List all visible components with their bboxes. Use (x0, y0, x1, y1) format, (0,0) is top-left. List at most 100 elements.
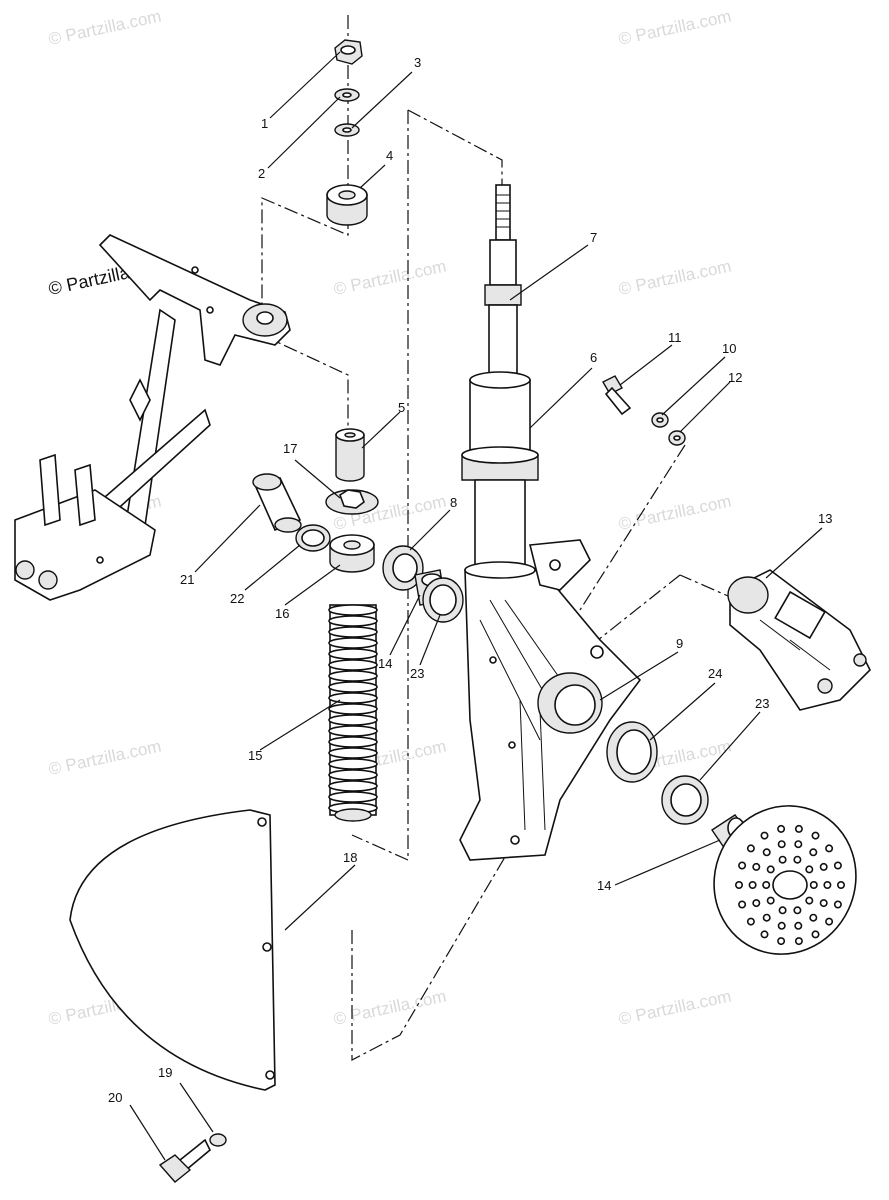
spring-coil (328, 604, 378, 616)
spring-coil (328, 780, 378, 792)
sleeve-part-21 (252, 473, 302, 533)
disc-hole (809, 913, 818, 922)
disc-hole (805, 865, 814, 874)
spring-coil (328, 648, 378, 660)
callout-20: 20 (108, 1090, 122, 1105)
callout-12: 12 (728, 370, 742, 385)
callout-2: 2 (258, 166, 265, 181)
bearing-part-8 (382, 545, 424, 591)
spring-coil (328, 791, 378, 803)
spring-coil (328, 747, 378, 759)
disc-hole (823, 880, 832, 889)
shaft-part-7 (484, 184, 522, 376)
spring-coil (328, 725, 378, 737)
callout-7: 7 (590, 230, 597, 245)
fender-part-18 (69, 809, 276, 1091)
disc-hole (794, 921, 803, 930)
disc-hole (766, 896, 775, 905)
watermark-text: © Partzilla.com (47, 7, 163, 49)
callout-10: 10 (722, 341, 736, 356)
callout-22: 22 (230, 591, 244, 606)
disc-hole (809, 848, 818, 857)
watermark-text: © Partzilla.com (47, 737, 163, 779)
spring-part-15 (328, 604, 378, 822)
disc-hole (760, 930, 769, 939)
spring-coil (328, 692, 378, 704)
disc-hole (825, 844, 834, 853)
callout-6: 6 (590, 350, 597, 365)
watermark-text: © Partzilla.com (617, 257, 733, 299)
disc-hole (738, 861, 747, 870)
disc-hole (805, 896, 814, 905)
disc-hole (809, 880, 818, 889)
bearing-seat-part-9 (537, 672, 603, 734)
spring-coil (328, 659, 378, 671)
watermark-text: © Partzilla.com (617, 987, 733, 1029)
callout-5: 5 (398, 400, 405, 415)
disc-hole (778, 855, 787, 864)
disc-hole (793, 855, 802, 864)
callout-3: 3 (414, 55, 421, 70)
disc-hole (811, 831, 820, 840)
disc-hole (760, 831, 769, 840)
bushing-part-4 (326, 184, 368, 226)
callout-1: 1 (261, 116, 268, 131)
callout-16: 16 (275, 606, 289, 621)
callout-21: 21 (180, 572, 194, 587)
disc-hole (748, 880, 757, 889)
disc-hole (746, 844, 755, 853)
disc-hole (762, 880, 771, 889)
spring-coil (328, 703, 378, 715)
callout-14b: 14 (597, 878, 611, 893)
spring-coil (328, 670, 378, 682)
disc-hole (825, 917, 834, 926)
spring-coil (328, 769, 378, 781)
disc-hole (811, 930, 820, 939)
disc-hole (746, 917, 755, 926)
callout-15: 15 (248, 748, 262, 763)
disc-hole (833, 861, 842, 870)
bushing-part-16 (329, 534, 375, 573)
spacer-part-5 (335, 428, 365, 482)
spring-coil (328, 615, 378, 627)
callout-23b: 23 (755, 696, 769, 711)
disc-hole (819, 899, 828, 908)
disc-hole (752, 899, 761, 908)
bearing-part-22 (295, 524, 331, 552)
spring-coil (328, 758, 378, 770)
spring-coil (328, 626, 378, 638)
callout-18: 18 (343, 850, 357, 865)
watermark-text: © Partzilla.com (332, 987, 448, 1029)
disc-hole (778, 906, 787, 915)
frame-bracket (14, 234, 291, 601)
brake-disc (713, 805, 857, 955)
washer-part-19 (209, 1133, 227, 1147)
disc-hole (777, 824, 786, 833)
nut-part-1 (334, 39, 363, 65)
watermark-text: © Partzilla.com (332, 257, 448, 299)
disc-hole (766, 865, 775, 874)
spring-coil (328, 681, 378, 693)
washer-part-12 (668, 430, 686, 446)
washer-part-10 (651, 412, 669, 428)
disc-hole (738, 900, 747, 909)
race-part-23b (661, 775, 709, 825)
callout-labels: 1 2 3 4 5 6 7 8 9 10 11 12 13 14 14 15 1… (108, 55, 832, 1105)
disc-hole (836, 880, 845, 889)
bolt-part-11 (602, 375, 632, 416)
disc-hole (794, 824, 803, 833)
callout-17: 17 (283, 441, 297, 456)
callout-9: 9 (676, 636, 683, 651)
disc-hole (762, 848, 771, 857)
callout-19: 19 (158, 1065, 172, 1080)
washer-part-2 (334, 88, 360, 102)
seal-part-24 (606, 721, 658, 783)
watermark-text: © Partzilla.com (617, 7, 733, 49)
callout-8: 8 (450, 495, 457, 510)
disc-hole (777, 921, 786, 930)
bolt-part-20 (158, 1138, 211, 1183)
disc-hole (734, 880, 743, 889)
strut-housing-part-6 (459, 371, 642, 861)
callout-23a: 23 (410, 666, 424, 681)
watermark-text: © Partzilla.com (617, 492, 733, 534)
